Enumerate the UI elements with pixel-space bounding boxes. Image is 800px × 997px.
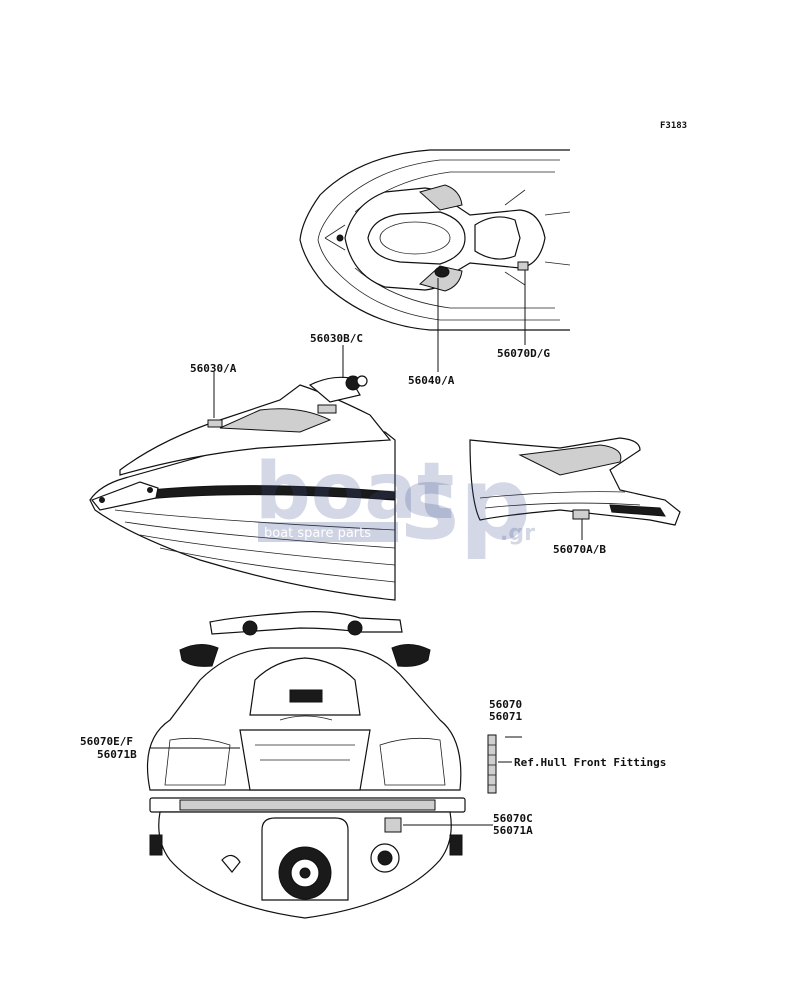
label-ref-hull-front-fittings: Ref.Hull Front Fittings: [514, 756, 666, 769]
label-56070: 56070: [489, 698, 522, 711]
svg-text:boat: boat: [255, 447, 454, 537]
top-view-illustration: [299, 149, 571, 331]
side-view-illustration: [89, 375, 396, 601]
rear-view-illustration: [146, 611, 466, 919]
small-decal-part: [487, 734, 522, 794]
figure-code: F3183: [660, 121, 687, 131]
label-56070e-f: 56070E/F: [80, 735, 133, 748]
svg-text:.gr: .gr: [500, 521, 535, 546]
label-56030b-c: 56030B/C: [310, 332, 363, 345]
watermark: boat sp .gr boat spare parts: [255, 445, 535, 562]
label-56071a: 56071A: [493, 824, 533, 837]
label-56071b: 56071B: [97, 748, 137, 761]
label-56070a-b: 56070A/B: [553, 543, 606, 556]
svg-text:sp: sp: [400, 445, 531, 562]
label-56070d-g: 56070D/G: [497, 347, 550, 360]
label-56040-a: 56040/A: [408, 374, 455, 387]
svg-text:boat spare parts: boat spare parts: [264, 526, 371, 541]
label-56070c: 56070C: [493, 812, 533, 825]
label-56071: 56071: [489, 710, 522, 723]
rear-quarter-illustration: [469, 437, 681, 526]
label-56030-a: 56030/A: [190, 362, 237, 375]
